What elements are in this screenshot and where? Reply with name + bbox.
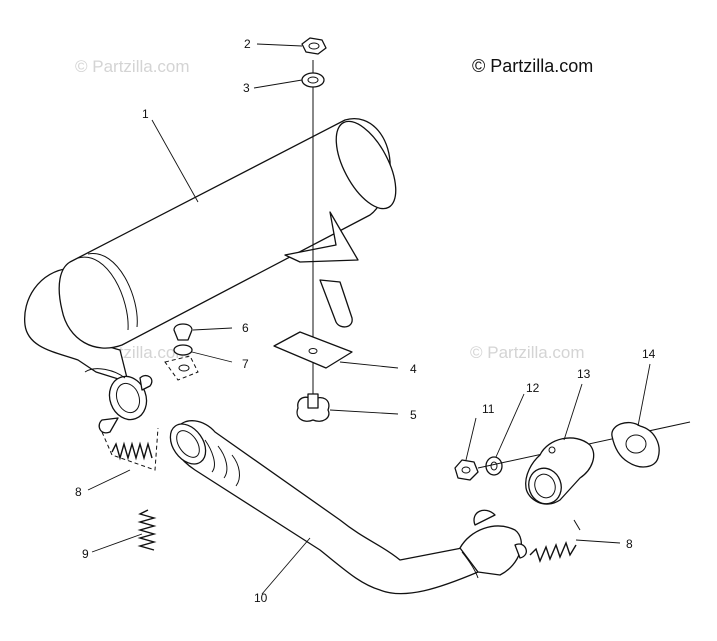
grommet-part-5: [296, 393, 330, 422]
spring-part-9: [137, 509, 157, 551]
callout-12: 12: [526, 381, 540, 395]
exhaust-pipe-part-10: [169, 420, 527, 595]
watermark-faint-right: © Partzilla.com: [470, 343, 585, 362]
watermark-faint-top-left: © Partzilla.com: [75, 57, 190, 76]
nut-part-2: [301, 37, 327, 55]
cap-part-6: [173, 323, 193, 341]
watermark-primary: © Partzilla.com: [472, 56, 593, 76]
gasket-part-14: [611, 421, 660, 468]
callout-labels: 1 2 3 4 5 6 7 8 9 10 11 12 13 14 8: [75, 37, 656, 605]
plate-part-4: [273, 331, 353, 369]
callout-7: 7: [242, 357, 249, 371]
callout-1: 1: [142, 107, 149, 121]
callout-3: 3: [243, 81, 250, 95]
spring-part-8-left: [111, 441, 153, 461]
clip-part-7: [164, 344, 199, 381]
callout-9: 9: [82, 547, 89, 561]
spring-hanger-dashes: [101, 427, 159, 471]
callout-6: 6: [242, 321, 249, 335]
spring-part-8-right: [529, 519, 581, 563]
leader-lines: [87, 43, 651, 595]
flange-part-13: [525, 437, 595, 505]
callout-5: 5: [410, 408, 417, 422]
callout-10: 10: [254, 591, 268, 605]
callout-8-right: 8: [626, 537, 633, 551]
callout-13: 13: [577, 367, 591, 381]
callout-8-left: 8: [75, 485, 82, 499]
callout-11: 11: [482, 402, 495, 416]
callout-4: 4: [410, 362, 417, 376]
muffler-part-1: [24, 117, 397, 434]
washer-part-3: [301, 72, 325, 88]
nut-part-11: [454, 459, 479, 481]
callout-2: 2: [244, 37, 251, 51]
callout-14: 14: [642, 347, 656, 361]
